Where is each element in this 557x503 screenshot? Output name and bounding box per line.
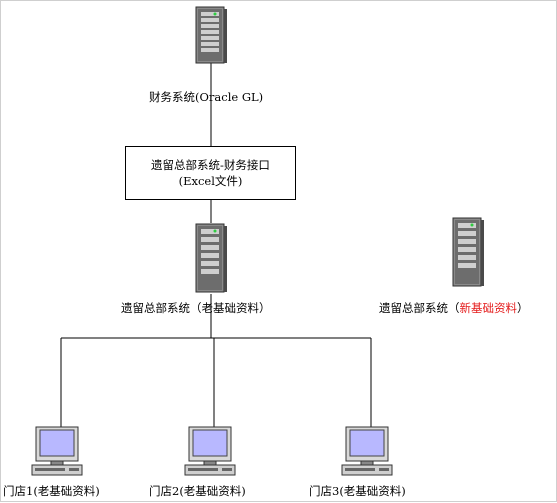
- finance-server-node: [195, 6, 227, 70]
- desktop-computer-icon: [184, 426, 236, 476]
- server-tower-icon: [195, 6, 227, 64]
- server-tower-icon: [452, 217, 484, 287]
- new-hq-label-prefix: 遗留总部系统（: [379, 301, 460, 315]
- store-3-label: 门店3(老基础资料): [309, 484, 406, 498]
- store-1-label: 门店1(老基础资料): [3, 484, 100, 498]
- legacy-hq-server-label: 遗留总部系统（老基础资料）: [121, 301, 271, 315]
- interface-title: 遗留总部系统-财务接口: [151, 158, 270, 172]
- store-1-node: [31, 426, 83, 482]
- legacy-hq-server-node: [195, 223, 227, 299]
- finance-interface-box: 遗留总部系统-财务接口 (Excel文件): [125, 146, 296, 200]
- store-2-node: [184, 426, 236, 482]
- interface-subtitle: (Excel文件): [178, 174, 243, 188]
- store-2-label: 门店2(老基础资料): [149, 484, 246, 498]
- new-hq-server-node: [452, 217, 484, 293]
- desktop-computer-icon: [31, 426, 83, 476]
- new-hq-label-highlight: 新基础资料: [459, 301, 518, 315]
- desktop-computer-icon: [341, 426, 393, 476]
- new-hq-label-suffix: ）: [517, 301, 529, 315]
- store-3-node: [341, 426, 393, 482]
- new-hq-server-label: 遗留总部系统（新基础资料）: [379, 301, 529, 315]
- finance-server-label: 财务系统(Oracle GL): [149, 90, 264, 104]
- server-tower-icon: [195, 223, 227, 293]
